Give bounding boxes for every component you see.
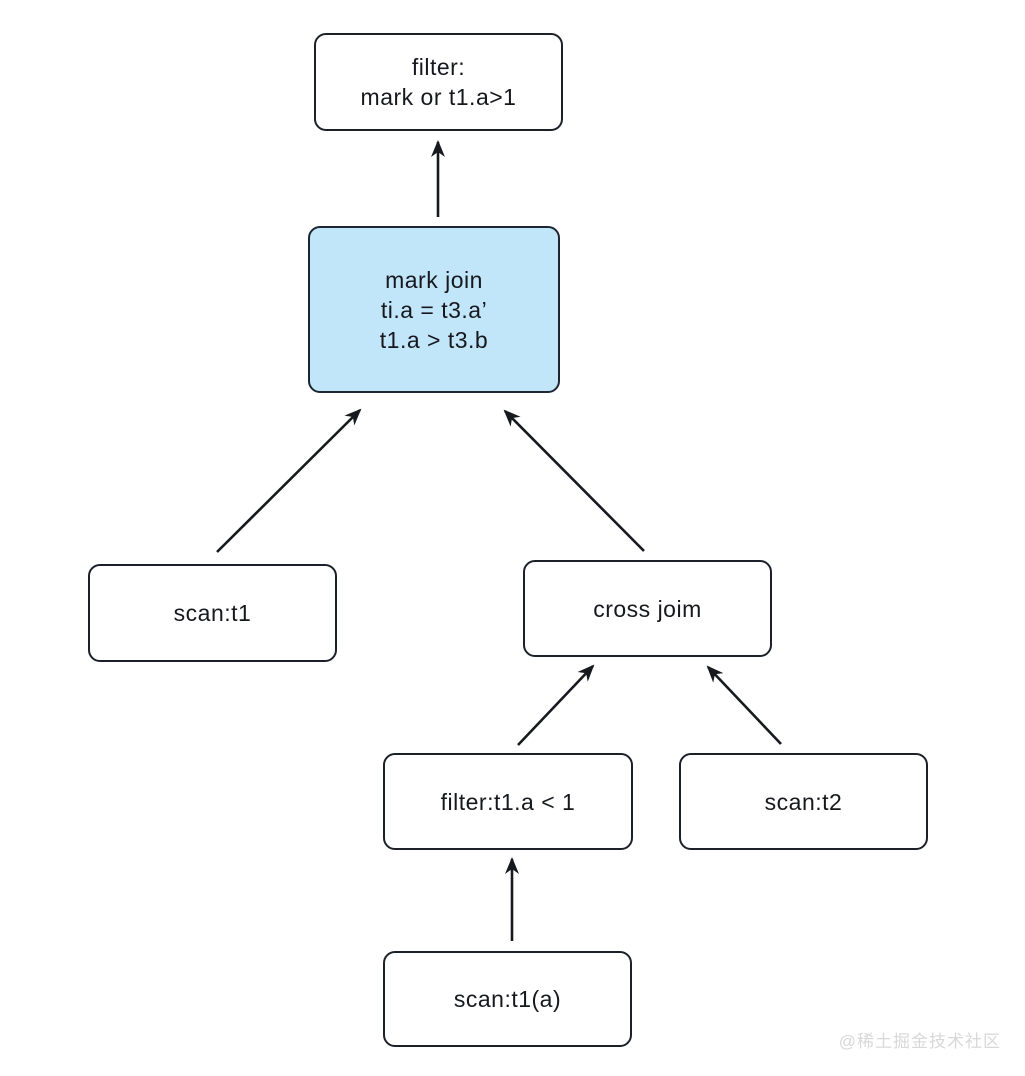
edge-scan-t1-to-mark-join <box>216 408 362 553</box>
node-filter-top: filter: mark or t1.a>1 <box>314 33 563 131</box>
node-mark-join: mark join ti.a = t3.a’ t1.a > t3.b <box>308 226 560 393</box>
node-cross-join: cross joim <box>523 560 772 657</box>
node-label-line: scan:t1 <box>173 600 252 626</box>
node-label-line: mark or t1.a>1 <box>360 84 517 110</box>
edge-filter-t1a-to-cross-join <box>517 664 595 746</box>
node-label-line: scan:t1(a) <box>453 986 562 1012</box>
node-label-line: scan:t2 <box>764 788 843 815</box>
node-filter-t1a: filter:t1.a < 1 <box>383 753 633 850</box>
node-label-line: filter: <box>411 54 466 80</box>
watermark: @稀土掘金技术社区 <box>838 1032 1001 1051</box>
node-scan-t2: scan:t2 <box>679 753 928 850</box>
node-label-line: filter:t1.a < 1 <box>440 788 576 815</box>
edge-cross-join-to-mark-join <box>503 409 645 552</box>
node-label-line: mark join <box>385 266 483 293</box>
edge-scan-t2-to-cross-join <box>706 665 782 745</box>
node-scan-t1: scan:t1 <box>88 564 337 662</box>
node-label-line: cross joim <box>593 595 702 622</box>
node-label-line: ti.a = t3.a’ <box>380 296 488 323</box>
node-scan-t1a: scan:t1(a) <box>383 951 632 1047</box>
node-label-line: t1.a > t3.b <box>379 326 489 353</box>
